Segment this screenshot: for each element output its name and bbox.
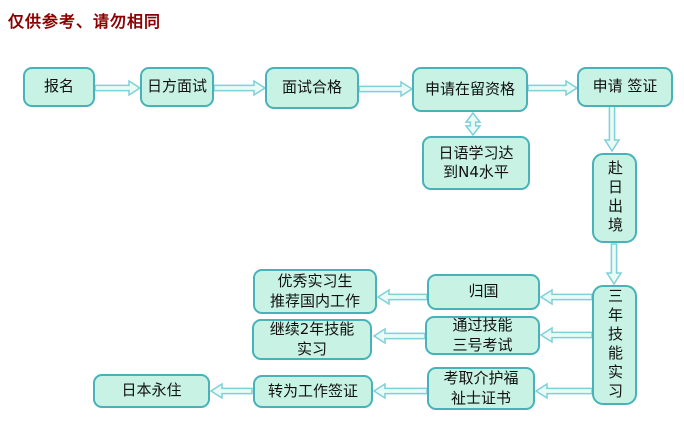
node-apply-visa: 申请 签证 (577, 67, 673, 107)
node-return-home: 归国 (427, 274, 540, 310)
arrow-japan-interview-to-interview-pass (213, 79, 267, 97)
arrow-three-year-training-to-skill-exam (539, 326, 593, 344)
arrow-three-year-training-to-caregiver-cert (534, 382, 593, 400)
node-apply-residence: 申请在留资格 (412, 67, 528, 112)
node-permanent-residence: 日本永住 (93, 374, 210, 408)
node-japanese-n4: 日语学习达 到N4水平 (422, 136, 530, 190)
arrow-work-visa-to-permanent-residence (209, 382, 253, 400)
node-skill-exam-level3: 通过技能 三号考试 (425, 316, 540, 355)
arrow-three-year-training-to-return-home (539, 288, 593, 306)
node-depart-japan: 赴日出境 (592, 153, 637, 243)
arrow-interview-pass-to-apply-residence (358, 80, 414, 98)
node-work-visa: 转为工作签证 (253, 375, 373, 408)
node-interview-pass: 面试合格 (265, 67, 359, 109)
arrow-skill-exam-to-two-more-years (372, 327, 426, 345)
node-caregiver-cert: 考取介护福 祉士证书 (427, 367, 535, 410)
arrow-caregiver-cert-to-work-visa (372, 382, 428, 400)
node-signup: 报名 (23, 67, 95, 107)
arrow-apply-residence-japanese-n4-double (464, 111, 482, 137)
arrow-apply-residence-to-apply-visa (527, 79, 579, 97)
node-two-more-years: 继续2年技能 实习 (252, 319, 372, 360)
arrow-apply-visa-to-depart-japan (603, 105, 621, 153)
node-recommend-work: 优秀实习生 推荐国内工作 (253, 269, 377, 314)
page-title: 仅供参考、请勿相同 (8, 12, 162, 31)
arrow-return-home-to-recommend-work (376, 288, 428, 306)
arrow-depart-japan-to-three-year-training (605, 243, 623, 286)
node-three-year-training: 三年技能实习 (592, 285, 637, 405)
arrow-signup-to-japan-interview (94, 79, 142, 97)
node-japan-interview: 日方面试 (140, 67, 214, 107)
